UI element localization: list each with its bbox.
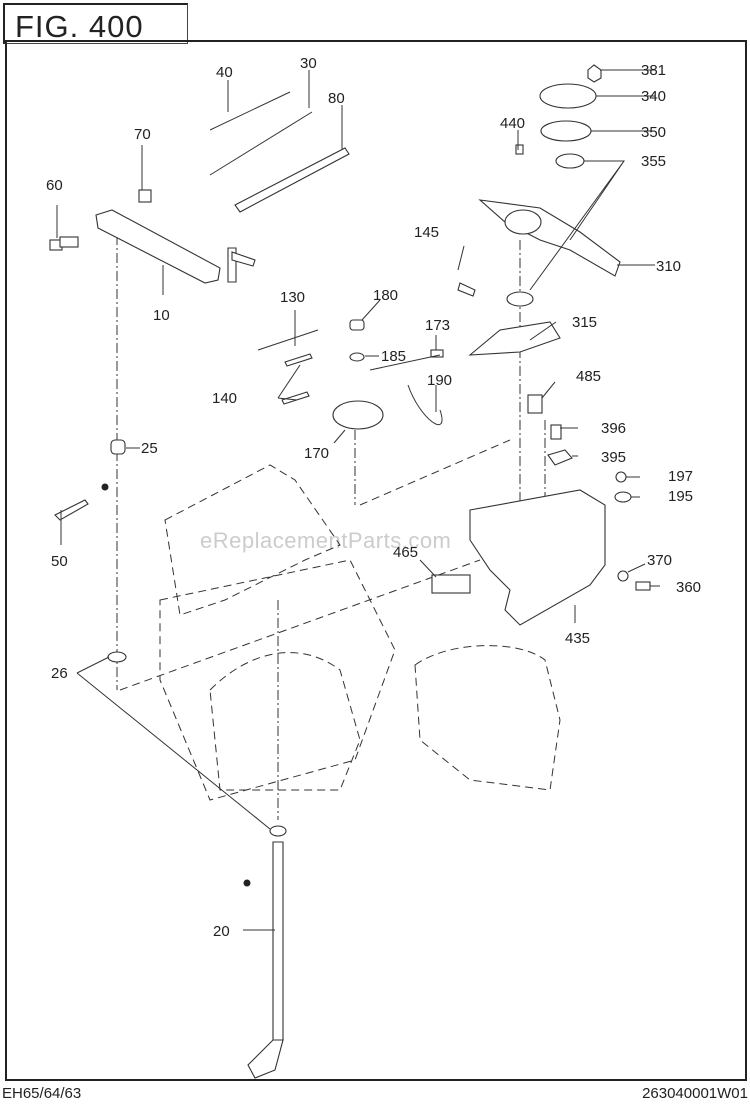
callout-40[interactable]: 40 — [216, 64, 233, 81]
callout-labels: 40 30 80 70 60 10 25 50 26 20 130 180 17… — [46, 55, 701, 940]
part-173-screw[interactable] — [430, 349, 444, 358]
callout-435[interactable]: 435 — [565, 630, 590, 647]
part-485-bolt[interactable] — [527, 394, 543, 414]
callout-180[interactable]: 180 — [373, 287, 398, 304]
callout-396[interactable]: 396 — [601, 420, 626, 437]
callout-440[interactable]: 440 — [500, 115, 525, 132]
part-170-governor-lever[interactable] — [332, 400, 384, 430]
part-40-rod[interactable] — [209, 91, 291, 131]
engine-outline — [119, 439, 561, 801]
callout-26[interactable]: 26 — [51, 665, 68, 682]
callout-370[interactable]: 370 — [647, 552, 672, 569]
callout-170[interactable]: 170 — [304, 445, 329, 462]
part-60-bolt[interactable] — [49, 236, 79, 251]
watermark: eReplacementParts.com — [200, 528, 452, 553]
callout-25[interactable]: 25 — [141, 440, 158, 457]
part-25-collar[interactable] — [110, 439, 126, 455]
part-20-rod-tip[interactable] — [247, 1039, 284, 1079]
part-370-nut[interactable] — [617, 570, 629, 582]
callout-465[interactable]: 465 — [393, 544, 418, 561]
part-190-link[interactable] — [369, 354, 443, 426]
part-465-pad[interactable] — [431, 574, 471, 594]
part-26-washer-upper[interactable] — [107, 651, 127, 663]
leader-lines — [56, 69, 660, 931]
callout-145[interactable]: 145 — [414, 224, 439, 241]
part-195-clamp[interactable] — [614, 491, 632, 503]
part-26-washer-lower[interactable] — [269, 825, 287, 837]
part-350-plate[interactable] — [540, 120, 592, 142]
part-315-plate[interactable] — [468, 321, 561, 356]
callout-20[interactable]: 20 — [213, 923, 230, 940]
part-197-screw[interactable] — [615, 471, 627, 483]
marker-dot-50 — [101, 483, 109, 491]
callout-173[interactable]: 173 — [425, 317, 450, 334]
part-185-washer[interactable] — [349, 352, 365, 362]
figure-title-box: FIG. 400 — [3, 3, 188, 44]
part-310-lever[interactable] — [478, 199, 621, 277]
part-360-bolt[interactable] — [635, 581, 651, 591]
callout-190[interactable]: 190 — [427, 372, 452, 389]
callout-195[interactable]: 195 — [668, 488, 693, 505]
figure-title: FIG. 400 — [15, 9, 144, 44]
callout-360[interactable]: 360 — [676, 579, 701, 596]
drawing-code: 263040001W01 — [642, 1085, 748, 1102]
callout-315[interactable]: 315 — [572, 314, 597, 331]
callout-10[interactable]: 10 — [153, 307, 170, 324]
part-396-bolt[interactable] — [550, 424, 562, 440]
part-355-washer-lower[interactable] — [506, 291, 534, 307]
callout-350[interactable]: 350 — [641, 124, 666, 141]
callout-30[interactable]: 30 — [300, 55, 317, 72]
part-80-spring[interactable] — [234, 147, 350, 213]
part-130-spring[interactable] — [257, 329, 319, 351]
callout-50[interactable]: 50 — [51, 553, 68, 570]
part-50-pin[interactable] — [54, 499, 89, 521]
part-140-spring-b[interactable] — [281, 391, 310, 405]
part-381-nut[interactable] — [587, 64, 602, 83]
part-30-rod[interactable] — [209, 111, 313, 176]
part-355-washer[interactable] — [555, 153, 585, 169]
callout-130[interactable]: 130 — [280, 289, 305, 306]
part-10-lever[interactable] — [95, 209, 256, 284]
model-number: EH65/64/63 — [2, 1085, 82, 1102]
callout-381[interactable]: 381 — [641, 62, 666, 79]
callout-485[interactable]: 485 — [576, 368, 601, 385]
callout-140[interactable]: 140 — [212, 390, 237, 407]
diagram-frame — [5, 40, 747, 1081]
part-140-spring-a[interactable] — [284, 353, 313, 367]
part-145-spring[interactable] — [457, 282, 476, 297]
marker-dot-20 — [243, 879, 251, 887]
part-440-screw[interactable] — [515, 144, 524, 155]
callout-80[interactable]: 80 — [328, 90, 345, 107]
callout-310[interactable]: 310 — [656, 258, 681, 275]
part-340-plate[interactable] — [539, 83, 597, 109]
part-70-nut[interactable] — [138, 189, 152, 203]
callout-197[interactable]: 197 — [668, 468, 693, 485]
callout-355[interactable]: 355 — [641, 153, 666, 170]
part-435-bracket[interactable] — [469, 489, 606, 626]
callout-185[interactable]: 185 — [381, 348, 406, 365]
callout-340[interactable]: 340 — [641, 88, 666, 105]
part-180-bolt[interactable] — [349, 319, 365, 331]
part-20-rod[interactable] — [272, 841, 284, 1041]
part-395-clamp[interactable] — [547, 449, 573, 466]
callout-60[interactable]: 60 — [46, 177, 63, 194]
part-310-hub[interactable] — [504, 209, 542, 235]
callout-395[interactable]: 395 — [601, 449, 626, 466]
callout-70[interactable]: 70 — [134, 126, 151, 143]
